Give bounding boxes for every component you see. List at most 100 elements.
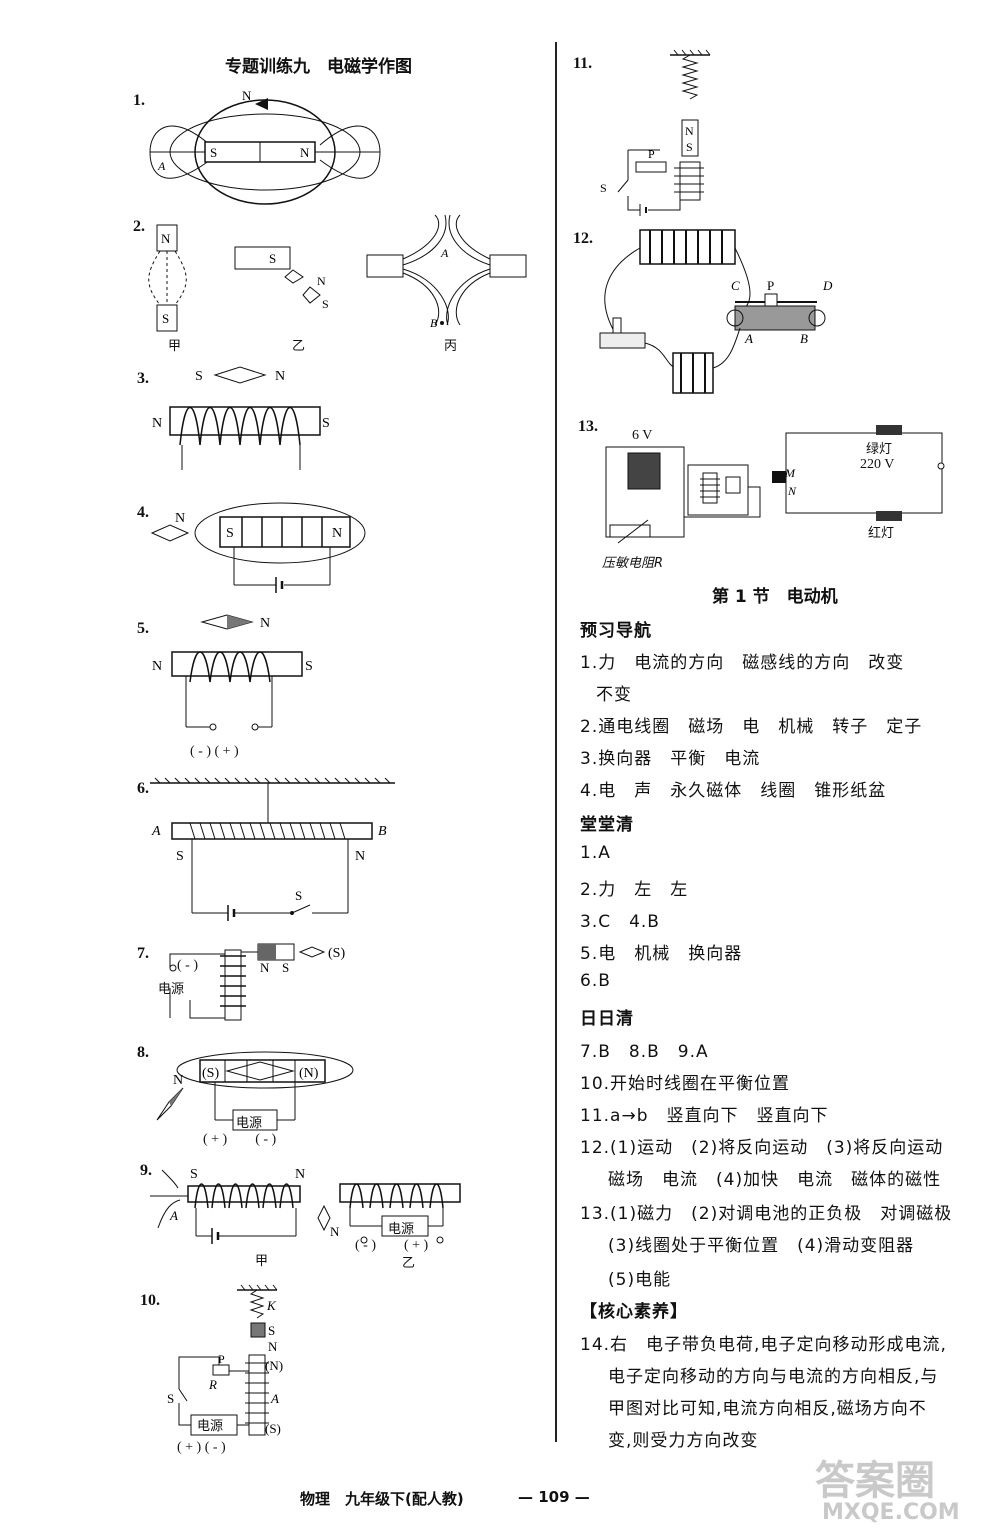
svg-text:A: A (169, 1208, 178, 1223)
watermark-url: MXQE.COM (822, 1500, 960, 1525)
svg-text:N: N (175, 511, 185, 526)
svg-text:S: S (295, 888, 302, 903)
svg-text:S: S (322, 297, 329, 311)
question-number: 13. (578, 418, 598, 435)
svg-text:A: A (151, 824, 161, 839)
caption-yi: 乙 (292, 339, 306, 354)
svg-text:B: B (800, 331, 808, 346)
figure-q6: A B S N S (150, 777, 395, 921)
svg-text:A: A (744, 331, 753, 346)
q9-terminals: ( - ) ( + ) (355, 1238, 429, 1253)
svg-text:N: N (317, 274, 326, 288)
answer-line: 2.通电线圈 磁场 电 机械 转子 定子 (580, 717, 923, 737)
figure-q3: S N N S (152, 366, 330, 470)
svg-text:N: N (242, 88, 252, 103)
figure-q12: C P D A B (599, 229, 833, 394)
caption-bing: 丙 (444, 339, 458, 354)
svg-text:A: A (440, 246, 449, 260)
svg-text:N: N (300, 145, 310, 160)
q13-green-lamp: 绿灯 (866, 442, 893, 457)
footer-subject: 物理 九年级下(配人教) (300, 1490, 464, 1508)
svg-text:S: S (322, 416, 330, 431)
section-title: 第 1 节 电动机 (712, 587, 838, 607)
svg-text:S: S (195, 369, 203, 384)
svg-text:P: P (648, 147, 655, 161)
answer-line: 磁场 电流 (4)加快 电流 磁体的磁性 (608, 1170, 942, 1190)
q5-terminals: ( - ) ( + ) (190, 744, 239, 759)
svg-text:S: S (600, 181, 607, 195)
answer-line: 1.A (580, 843, 611, 863)
figure-q13: M N (605, 425, 945, 544)
answer-line: 电子定向移动的方向与电流的方向相反,与 (608, 1367, 939, 1387)
answer-line: 甲图对比可知,电流方向相反,磁场方向不 (608, 1399, 927, 1419)
question-number: 3. (137, 370, 149, 387)
svg-text:N: N (161, 231, 171, 246)
figure-q4: N S N (150, 502, 366, 593)
page-number: — 109 — (518, 1488, 590, 1506)
svg-text:N: N (685, 124, 694, 138)
answer-line: 3.C 4.B (580, 912, 660, 932)
q10-source: 电源 (197, 1419, 224, 1434)
svg-text:N: N (152, 416, 162, 431)
watermark-logo: 答案圈 (815, 1458, 935, 1504)
answer-line: 7.B 8.B 9.A (580, 1042, 709, 1062)
svg-text:S: S (226, 526, 234, 541)
question-number: 9. (140, 1162, 152, 1179)
answer-line: 变,则受力方向改变 (608, 1431, 759, 1451)
svg-text:S: S (190, 1167, 198, 1182)
svg-text:N: N (260, 616, 270, 631)
question-number: 1. (133, 92, 145, 109)
svg-text:S: S (282, 960, 289, 975)
answer-line: 5.电 机械 换向器 (580, 944, 743, 964)
question-number: 6. (137, 780, 149, 797)
svg-text:A: A (157, 159, 166, 173)
caption-jia: 甲 (168, 339, 182, 354)
answer-line: 1.力 电流的方向 磁感线的方向 改变 (580, 653, 905, 673)
svg-text:N: N (332, 526, 342, 541)
svg-text:N: N (275, 369, 285, 384)
figure-q11: N S P S (600, 49, 711, 216)
svg-text:S: S (176, 849, 184, 864)
question-number: 10. (140, 1292, 160, 1309)
heading-core: 【核心素养】 (580, 1302, 688, 1322)
svg-text:B: B (430, 316, 438, 330)
figure-q8: (S) (N) N (156, 1051, 354, 1131)
q13-mains: 220 V (860, 457, 895, 472)
q9-source: 电源 (388, 1222, 415, 1237)
question-number: 4. (137, 504, 149, 521)
q10-terminals: ( + ) ( - ) (177, 1440, 226, 1455)
answer-line: 4.电 声 永久磁体 线圈 锥形纸盆 (580, 781, 887, 801)
svg-text:M: M (784, 466, 796, 480)
q13-voltage: 6 V (632, 428, 653, 443)
figure-q10: K S N (N) A (S) P R S (167, 1284, 283, 1436)
svg-text:N: N (260, 960, 270, 975)
svg-text:C: C (731, 278, 740, 293)
answer-line: 13.(1)磁力 (2)对调电池的正负极 对调磁极 (580, 1204, 953, 1224)
answer-line: (5)电能 (608, 1270, 672, 1290)
question-number: 7. (137, 945, 149, 962)
question-number: 8. (137, 1044, 149, 1061)
svg-text:B: B (378, 824, 387, 839)
answer-line: 3.换向器 平衡 电流 (580, 749, 761, 769)
column-divider (555, 42, 557, 1442)
q13-resistor: 压敏电阻R (602, 556, 664, 571)
svg-text:P: P (767, 278, 774, 293)
svg-text:S: S (210, 145, 217, 160)
svg-text:K: K (266, 1298, 277, 1313)
q8-source: 电源 (236, 1116, 263, 1131)
answer-line: 6.B (580, 971, 611, 991)
caption-jia: 甲 (255, 1254, 269, 1269)
figure-q7: N S (S) (169, 943, 345, 1021)
svg-text:N: N (330, 1224, 340, 1239)
answer-line: 10.开始时线圈在平衡位置 (580, 1074, 791, 1094)
svg-text:R: R (208, 1377, 217, 1392)
answer-line: 14.右 电子带负电荷,电子定向移动形成电流, (580, 1335, 947, 1355)
svg-text:(N): (N) (299, 1066, 319, 1081)
svg-text:S: S (305, 659, 313, 674)
svg-text:(S): (S) (265, 1421, 281, 1436)
question-number: 12. (573, 230, 593, 247)
figure-q1: S N N A (149, 88, 381, 205)
svg-text:(S): (S) (328, 946, 345, 961)
svg-text:N: N (173, 1073, 183, 1088)
q7-minus: ( - ) (177, 958, 198, 973)
